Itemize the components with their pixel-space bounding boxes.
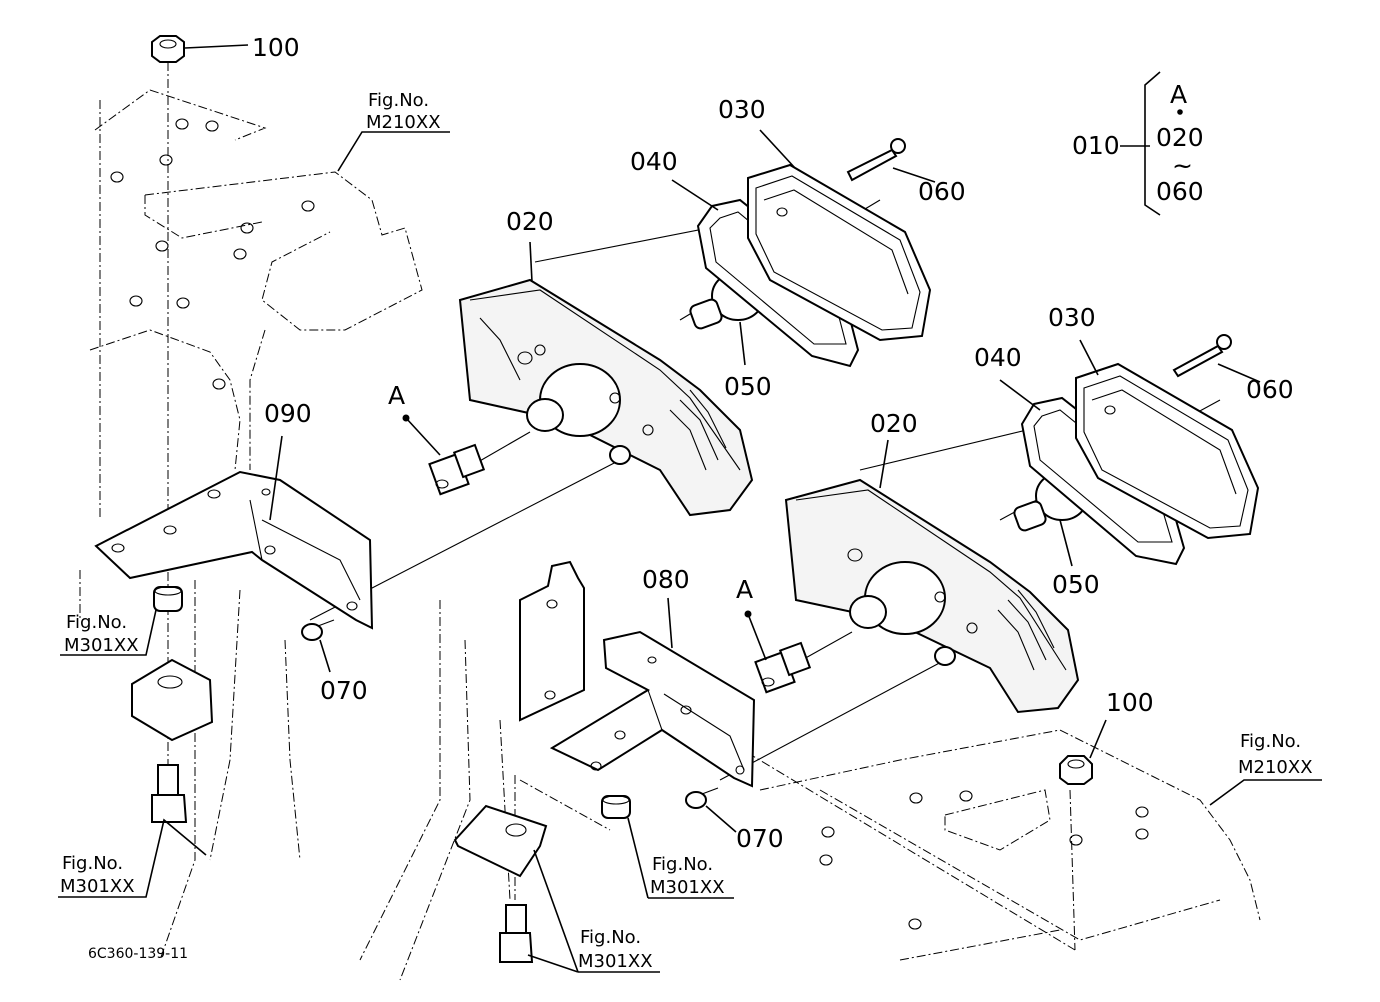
label-020-lower: 020 — [870, 409, 918, 438]
figref-fig-label: Fig.No. — [62, 853, 123, 874]
label-a-legend: A — [1170, 80, 1187, 109]
grommet-center — [601, 795, 631, 819]
label-040-upper: 040 — [630, 147, 678, 176]
frame-plate-center — [519, 560, 585, 722]
label-040-lower: 040 — [974, 343, 1022, 372]
label-080: 080 — [642, 565, 690, 594]
part-labels: 100 010 A 020 ~ 060 030 040 060 020 050 … — [88, 33, 1294, 962]
figref-m301xx-left-lower[interactable]: Fig.No. M301XX — [60, 853, 135, 897]
figref-fig-label: Fig.No. — [66, 612, 127, 633]
label-060-legend: 060 — [1156, 177, 1204, 206]
figref-fig-label: Fig.No. — [1240, 731, 1301, 752]
figref-code: M301XX — [578, 951, 653, 972]
figref-fig-label: Fig.No. — [368, 90, 429, 111]
figref-code: M301XX — [650, 877, 725, 898]
flange-nut-100-top — [151, 35, 185, 63]
spacer-bracket-center — [453, 804, 548, 878]
label-050-upper: 050 — [724, 372, 772, 401]
label-010: 010 — [1072, 131, 1120, 160]
lens-030-upper — [747, 163, 932, 342]
figref-code: M210XX — [1238, 757, 1313, 778]
label-070-right: 070 — [736, 824, 784, 853]
label-a-lower: A — [736, 575, 753, 604]
label-020-legend: 020 — [1156, 123, 1204, 152]
drawing-code: 6C360-139-11 — [88, 946, 188, 962]
bolt-left — [151, 764, 188, 823]
chassis-outline-right — [759, 729, 1261, 961]
connector-lower — [754, 631, 853, 694]
label-100-bottom: 100 — [1106, 688, 1154, 717]
figref-m210xx-upper[interactable]: Fig.No. M210XX — [366, 90, 441, 133]
label-a-upper: A — [388, 381, 405, 410]
chassis-holes-right — [819, 790, 1149, 930]
label-100-top: 100 — [252, 33, 300, 62]
lens-030-lower — [1075, 362, 1260, 540]
figref-m301xx-bottom[interactable]: Fig.No. M301XX — [578, 927, 653, 972]
grommet-left — [153, 586, 183, 612]
figref-m301xx-center[interactable]: Fig.No. M301XX — [650, 854, 725, 898]
leader-lines — [58, 44, 1322, 973]
bracket-080 — [549, 630, 756, 788]
figref-m210xx-right[interactable]: Fig.No. M210XX — [1238, 731, 1313, 778]
bolt-center — [499, 904, 534, 963]
figref-m301xx-left-upper[interactable]: Fig.No. M301XX — [64, 612, 139, 656]
figure-references: Fig.No. M210XX Fig.No. M301XX Fig.No. M3… — [60, 90, 1313, 972]
label-060-lower: 060 — [1246, 375, 1294, 404]
figref-code: M301XX — [60, 876, 135, 897]
label-030-lower: 030 — [1048, 303, 1096, 332]
figref-code: M301XX — [64, 635, 139, 656]
lamp-housing-020-upper — [458, 278, 754, 517]
screw-070-right — [685, 787, 719, 809]
bracket-090 — [94, 470, 374, 630]
label-090: 090 — [264, 399, 312, 428]
spacer-block-left — [131, 658, 214, 742]
label-050-lower: 050 — [1052, 570, 1100, 599]
label-070-left: 070 — [320, 676, 368, 705]
screw-060-lower — [1172, 334, 1232, 378]
label-020-upper: 020 — [506, 207, 554, 236]
chassis-holes-left — [110, 118, 315, 390]
figref-fig-label: Fig.No. — [652, 854, 713, 875]
label-tilde: ~ — [1172, 151, 1193, 180]
flange-nut-100-bottom — [1059, 755, 1093, 785]
connector-upper — [428, 431, 531, 496]
figref-code: M210XX — [366, 112, 441, 133]
lamp-housing-020-lower — [784, 478, 1080, 714]
figref-fig-label: Fig.No. — [580, 927, 641, 948]
screw-060-upper — [846, 138, 906, 182]
label-060-upper: 060 — [918, 177, 966, 206]
label-030-upper: 030 — [718, 95, 766, 124]
screw-070-left — [301, 619, 335, 641]
